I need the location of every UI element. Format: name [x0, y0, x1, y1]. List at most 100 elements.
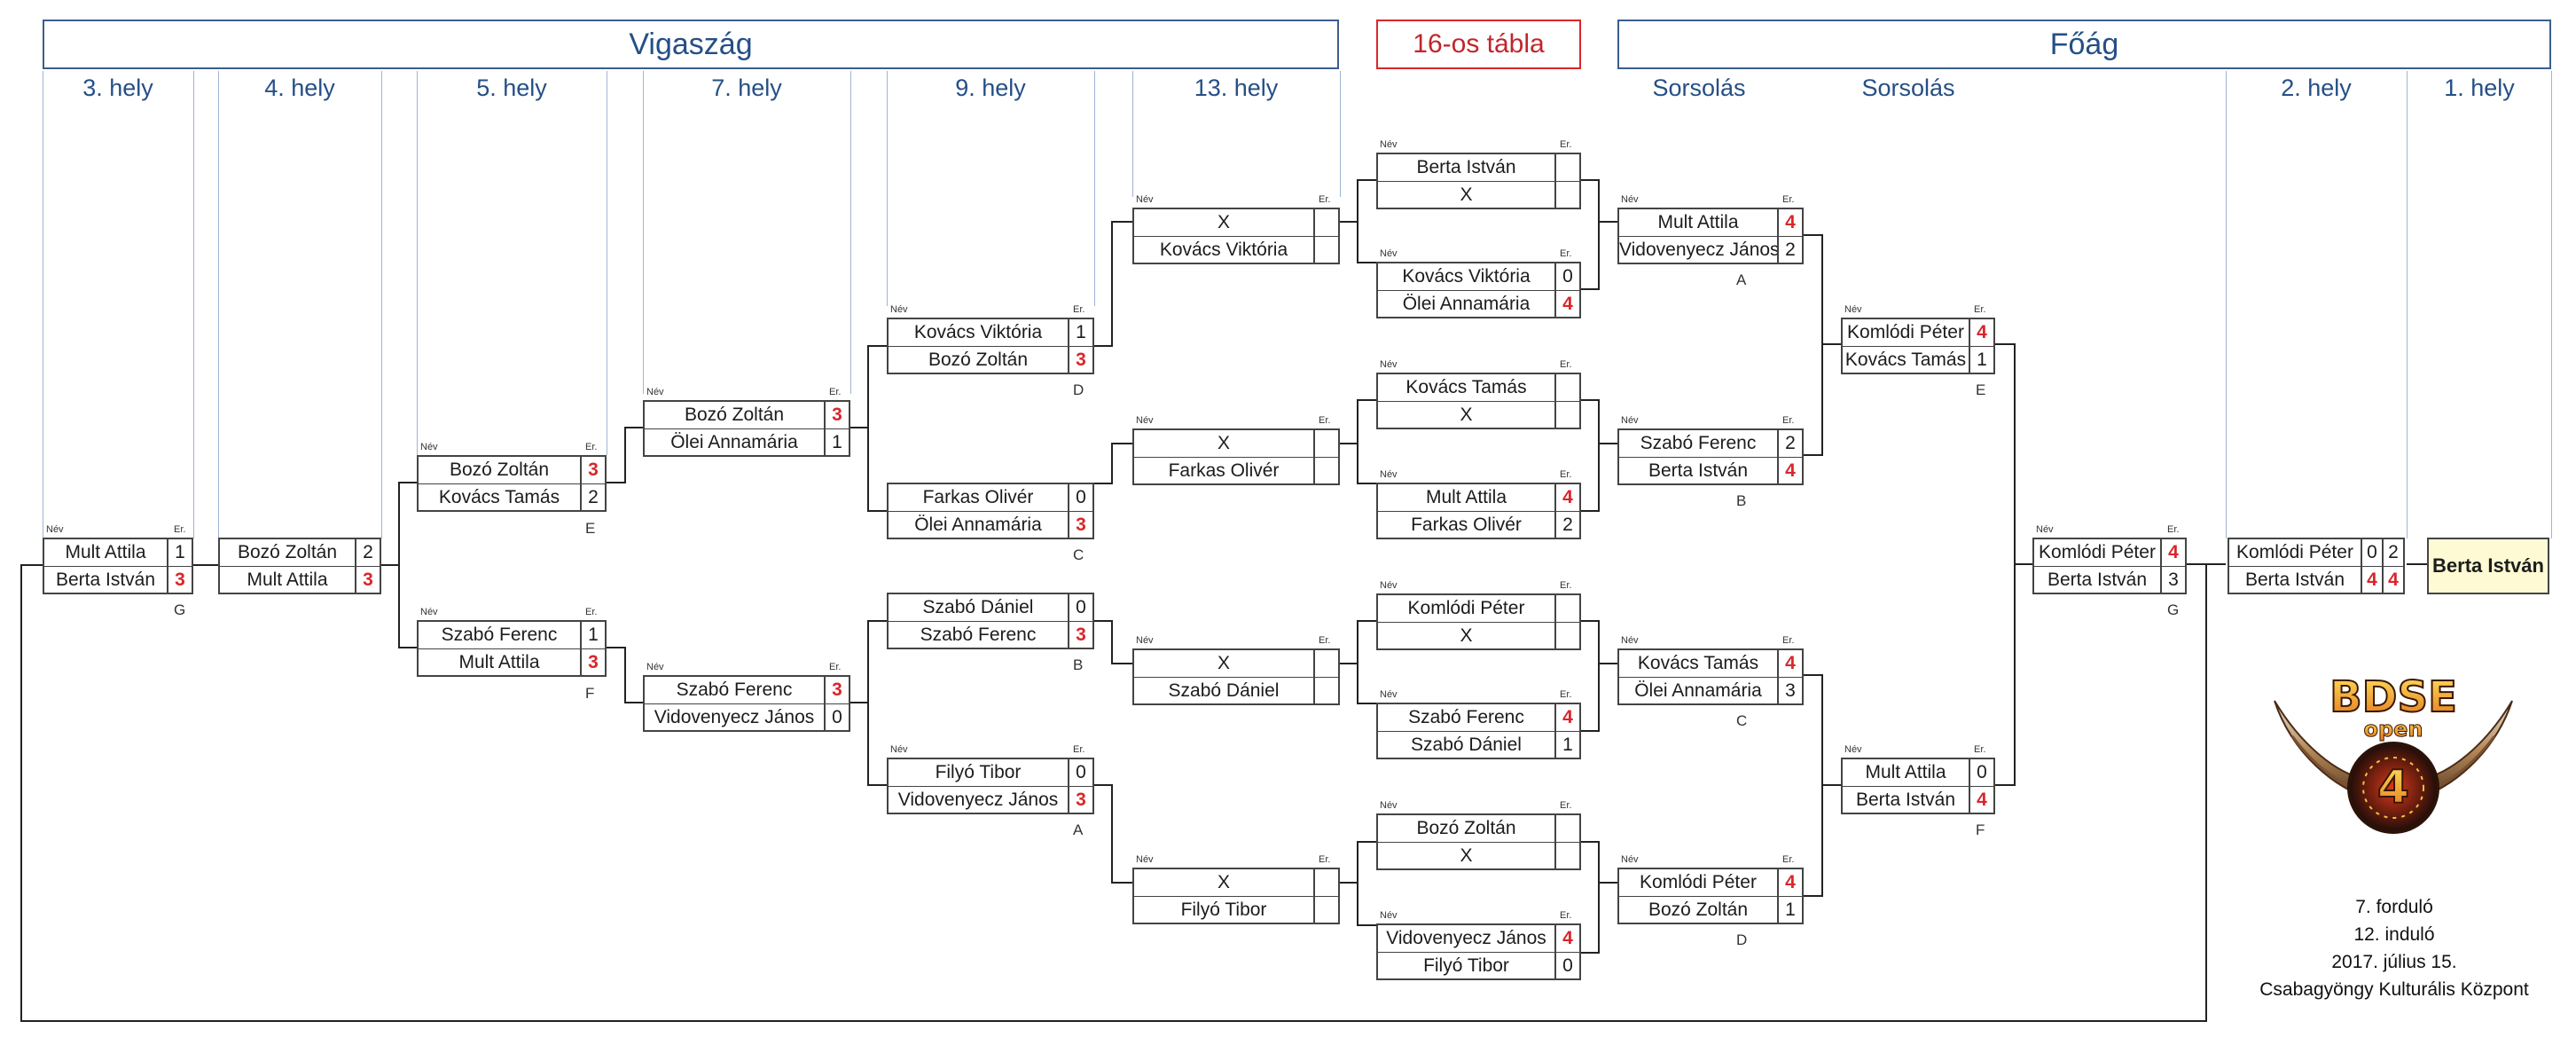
player-score: 4 — [1777, 650, 1802, 677]
name-caption: Név — [1380, 910, 1398, 921]
match-13-hely-c: X Szabó Dániel — [1132, 648, 1340, 705]
player-score: 0 — [1969, 759, 1993, 786]
col-9-hely: 9. hely — [955, 75, 1026, 101]
score-caption: Er. — [1560, 800, 1572, 811]
player-name: Kovács Viktória — [1402, 266, 1531, 287]
table16-match-1: Berta István X — [1376, 153, 1581, 209]
player-name: X — [1460, 405, 1473, 425]
name-caption: Név — [1621, 194, 1639, 205]
player-name: Bozó Zoltán — [449, 460, 550, 480]
name-caption: Név — [1380, 580, 1398, 591]
player-score: 4 — [1777, 209, 1802, 236]
name-caption: Név — [1136, 635, 1154, 646]
group-label: D — [1073, 381, 1084, 398]
score-caption: Er. — [1319, 415, 1331, 426]
col-sorsolas-2: Sorsolás — [1861, 75, 1955, 101]
table16-match-3: Kovács Tamás X — [1376, 373, 1581, 429]
player-score: 4 — [2160, 539, 2185, 566]
group-label: C — [1073, 546, 1084, 563]
player-score — [1313, 678, 1338, 705]
player-score: 1 — [824, 429, 849, 457]
col-2-hely: 2. hely — [2281, 75, 2352, 101]
score-caption: Er. — [585, 607, 598, 617]
player-name: Vidovenyecz János — [654, 707, 815, 727]
player-score: 4 — [1554, 484, 1579, 511]
player-name: Komlódi Péter — [1847, 322, 1964, 342]
venue-label: Csabagyöngy Kulturális Központ — [2259, 979, 2529, 1000]
player-name: Kovács Tamás — [1637, 653, 1759, 673]
player-score: 2 — [580, 484, 605, 512]
player-score — [1554, 402, 1579, 429]
player-score — [1554, 623, 1579, 650]
player-name: Berta István — [1648, 460, 1749, 481]
player-score: 1 — [1554, 732, 1579, 759]
name-caption: Név — [890, 744, 908, 755]
player-name: Komlódi Péter — [2236, 542, 2353, 562]
player-name: Vidovenyecz János — [1386, 928, 1546, 948]
player-score — [1313, 897, 1338, 924]
player-score: 4 — [1554, 925, 1579, 952]
column-divider — [381, 71, 382, 538]
player-name: Ölei Annamária — [914, 515, 1042, 535]
player-score — [1313, 237, 1338, 264]
score-caption: Er. — [2167, 524, 2180, 535]
col-13-hely: 13. hely — [1194, 75, 1279, 101]
score-caption: Er. — [1782, 415, 1795, 426]
player-score: 1 — [167, 539, 192, 566]
player-score: 4 — [1554, 291, 1579, 318]
player-score: 2 — [1554, 512, 1579, 539]
player-score: 3 — [1068, 622, 1092, 649]
player-name: X — [1217, 212, 1230, 232]
player-name: Filyó Tibor — [1180, 900, 1267, 920]
score-caption: Er. — [1974, 304, 1986, 315]
name-caption: Név — [1621, 415, 1639, 426]
name-caption: Név — [1136, 854, 1154, 865]
player-score — [1554, 154, 1579, 181]
bdse-open-logo: 4 BDSE open — [2274, 674, 2513, 834]
player-score: 3 — [167, 567, 192, 594]
score-caption: Er. — [829, 662, 842, 672]
group-label: F — [1976, 821, 1985, 838]
table16-header: 16-os tábla — [1376, 20, 1581, 69]
column-divider — [1132, 71, 1133, 197]
player-score: 3 — [2160, 567, 2185, 594]
player-name: Berta István — [1855, 790, 1956, 810]
logo-number: 4 — [2377, 761, 2409, 814]
name-caption: Név — [1844, 744, 1862, 755]
player-score: 3 — [355, 567, 380, 594]
player-score — [1313, 650, 1338, 677]
player-score — [1554, 595, 1579, 622]
player-score: 3 — [1068, 347, 1092, 374]
player-score: 1 — [1969, 347, 1993, 374]
final-match: Komlódi Péter 0 2 Berta István 4 4 — [2228, 538, 2405, 594]
player-name: Berta István — [55, 570, 156, 590]
player-name: Kovács Tamás — [438, 487, 560, 507]
score-caption: Er. — [174, 524, 186, 535]
player-score: 0 — [824, 704, 849, 732]
name-caption: Név — [1136, 194, 1154, 205]
score-caption: Er. — [1560, 359, 1572, 370]
column-divider — [1340, 71, 1341, 197]
player-name: Szabó Ferenc — [1408, 707, 1524, 727]
col-3-hely: 3. hely — [82, 75, 153, 101]
score-caption: Er. — [1073, 744, 1085, 755]
score-caption: Er. — [1319, 635, 1331, 646]
player-score: 2 — [355, 539, 380, 566]
player-score: 0 — [1068, 484, 1092, 511]
name-caption: Név — [1380, 359, 1398, 370]
player-score — [1554, 182, 1579, 209]
match-13-hely-a: X Kovács Viktória — [1132, 208, 1340, 264]
player-score: 0 — [1554, 953, 1579, 980]
name-caption: Név — [420, 442, 438, 452]
player-name: X — [1460, 625, 1473, 646]
player-name: Farkas Olivér — [922, 487, 1034, 507]
player-score: 3 — [1068, 787, 1092, 814]
score-caption: Er. — [1319, 194, 1331, 205]
player-score: 1 — [580, 622, 605, 648]
